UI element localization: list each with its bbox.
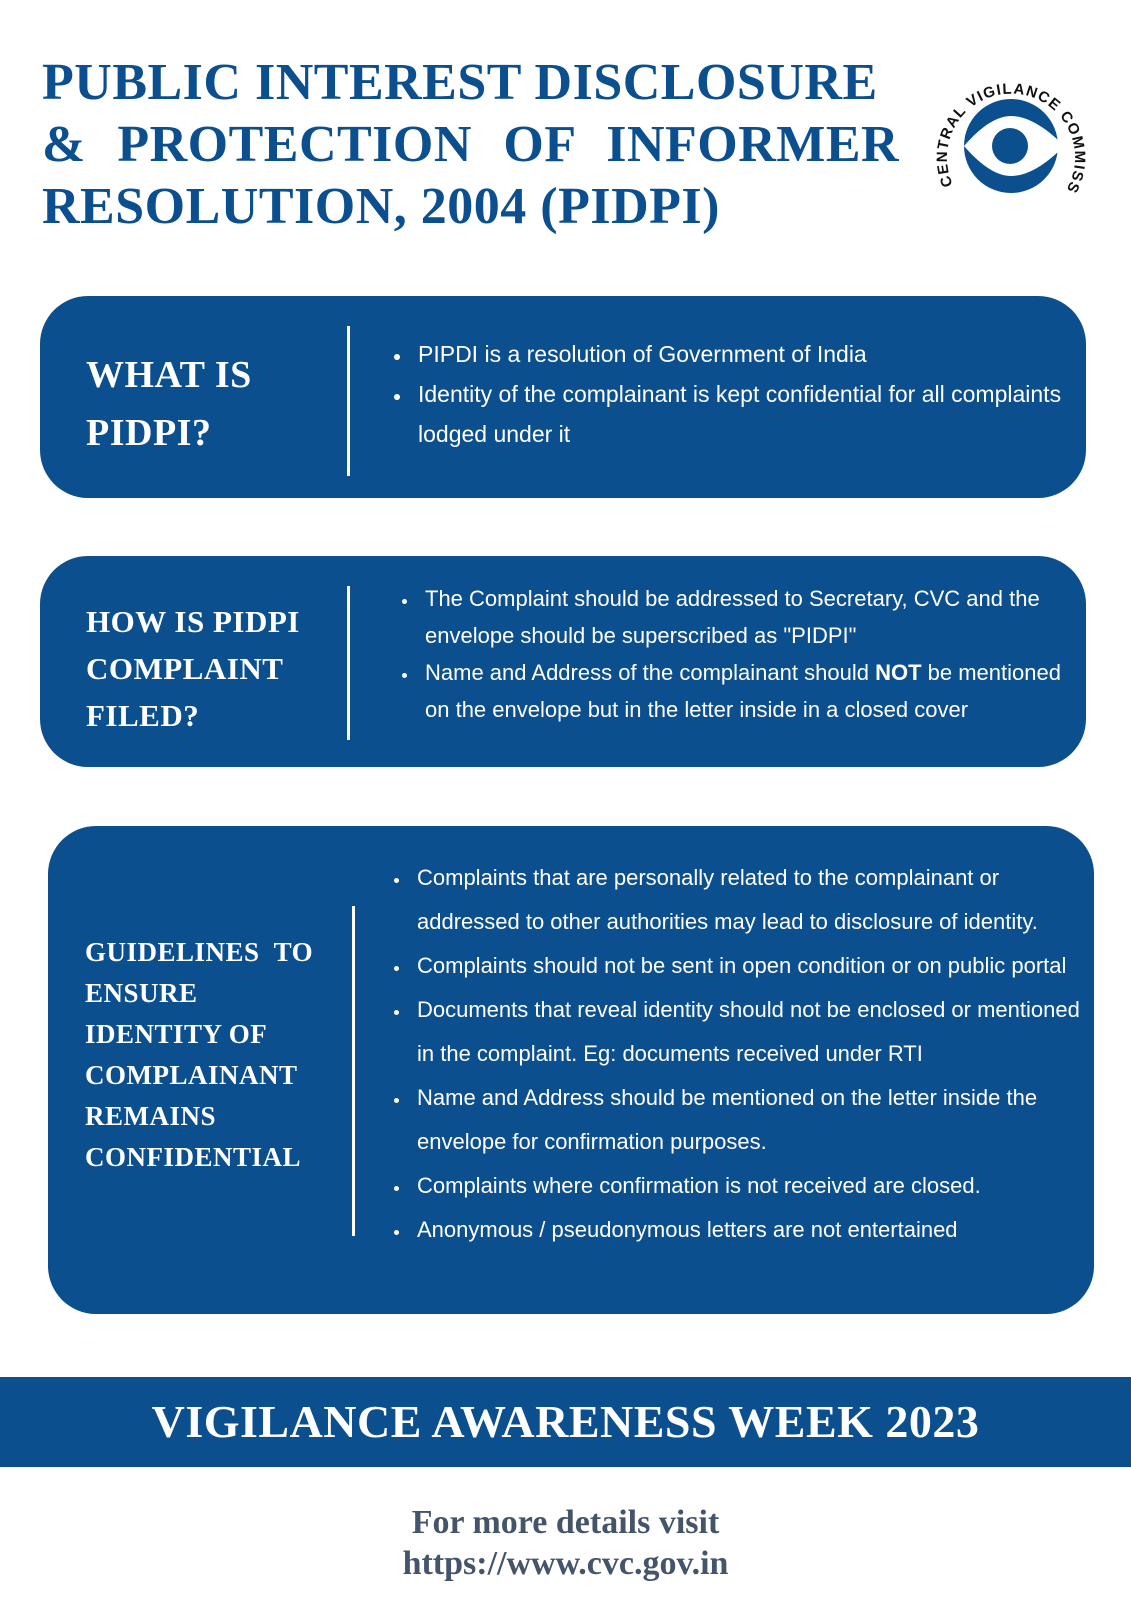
list-item: Identity of the complainant is kept conf… [412, 374, 1072, 454]
emphasis-not: NOT [875, 660, 922, 685]
list-item: Complaints should not be sent in open co… [411, 944, 1101, 988]
title-line-3: RESOLUTION, 2004 (PIDPI) [42, 178, 720, 235]
footer: For more details visit https://www.cvc.g… [0, 1502, 1131, 1584]
cvc-logo: CENTRAL VIGILANCE COMMISSION [936, 70, 1086, 196]
card-heading: HOW IS PIDPI COMPLAINT FILED? [86, 604, 300, 733]
cvc-eye-emblem-icon [964, 99, 1060, 193]
footer-line: For more details visit [411, 1504, 720, 1541]
website-link[interactable]: https://www.cvc.gov.in [402, 1545, 729, 1582]
vertical-divider [347, 326, 350, 476]
bullet-list: Complaints that are personally related t… [385, 856, 1101, 1252]
list-item: Anonymous / pseudonymous letters are not… [411, 1208, 1101, 1252]
title-line-1: PUBLIC INTEREST DISCLOSURE [42, 54, 878, 111]
list-item: Name and Address of the complainant shou… [419, 654, 1079, 728]
vertical-divider [347, 586, 350, 740]
list-item: Name and Address should be mentioned on … [411, 1076, 1101, 1164]
awareness-week-banner: VIGILANCE AWARENESS WEEK 2023 [0, 1377, 1131, 1467]
list-item: Complaints where confirmation is not rec… [411, 1164, 1101, 1208]
bullet-list: PIPDI is a resolution of Government of I… [386, 334, 1072, 454]
list-item: Documents that reveal identity should no… [411, 988, 1101, 1076]
card-what-is-pidpi: WHAT IS PIDPI? PIPDI is a resolution of … [40, 296, 1086, 498]
card-heading: WHAT IS PIDPI? [86, 354, 252, 454]
list-item: The Complaint should be addressed to Sec… [419, 580, 1079, 654]
page-title: PUBLIC INTEREST DISCLOSURE & PROTECTION … [42, 52, 900, 238]
list-item: PIPDI is a resolution of Government of I… [412, 334, 1072, 374]
card-guidelines: GUIDELINES TO ENSURE IDENTITY OF COMPLAI… [48, 826, 1094, 1314]
bullet-list: The Complaint should be addressed to Sec… [393, 580, 1079, 728]
title-line-2: & PROTECTION OF INFORMER [42, 116, 900, 173]
vertical-divider [352, 906, 355, 1236]
card-how-filed: HOW IS PIDPI COMPLAINT FILED? The Compla… [40, 556, 1086, 767]
list-item: Complaints that are personally related t… [411, 856, 1101, 944]
card-heading: GUIDELINES TO ENSURE IDENTITY OF COMPLAI… [85, 937, 314, 1172]
